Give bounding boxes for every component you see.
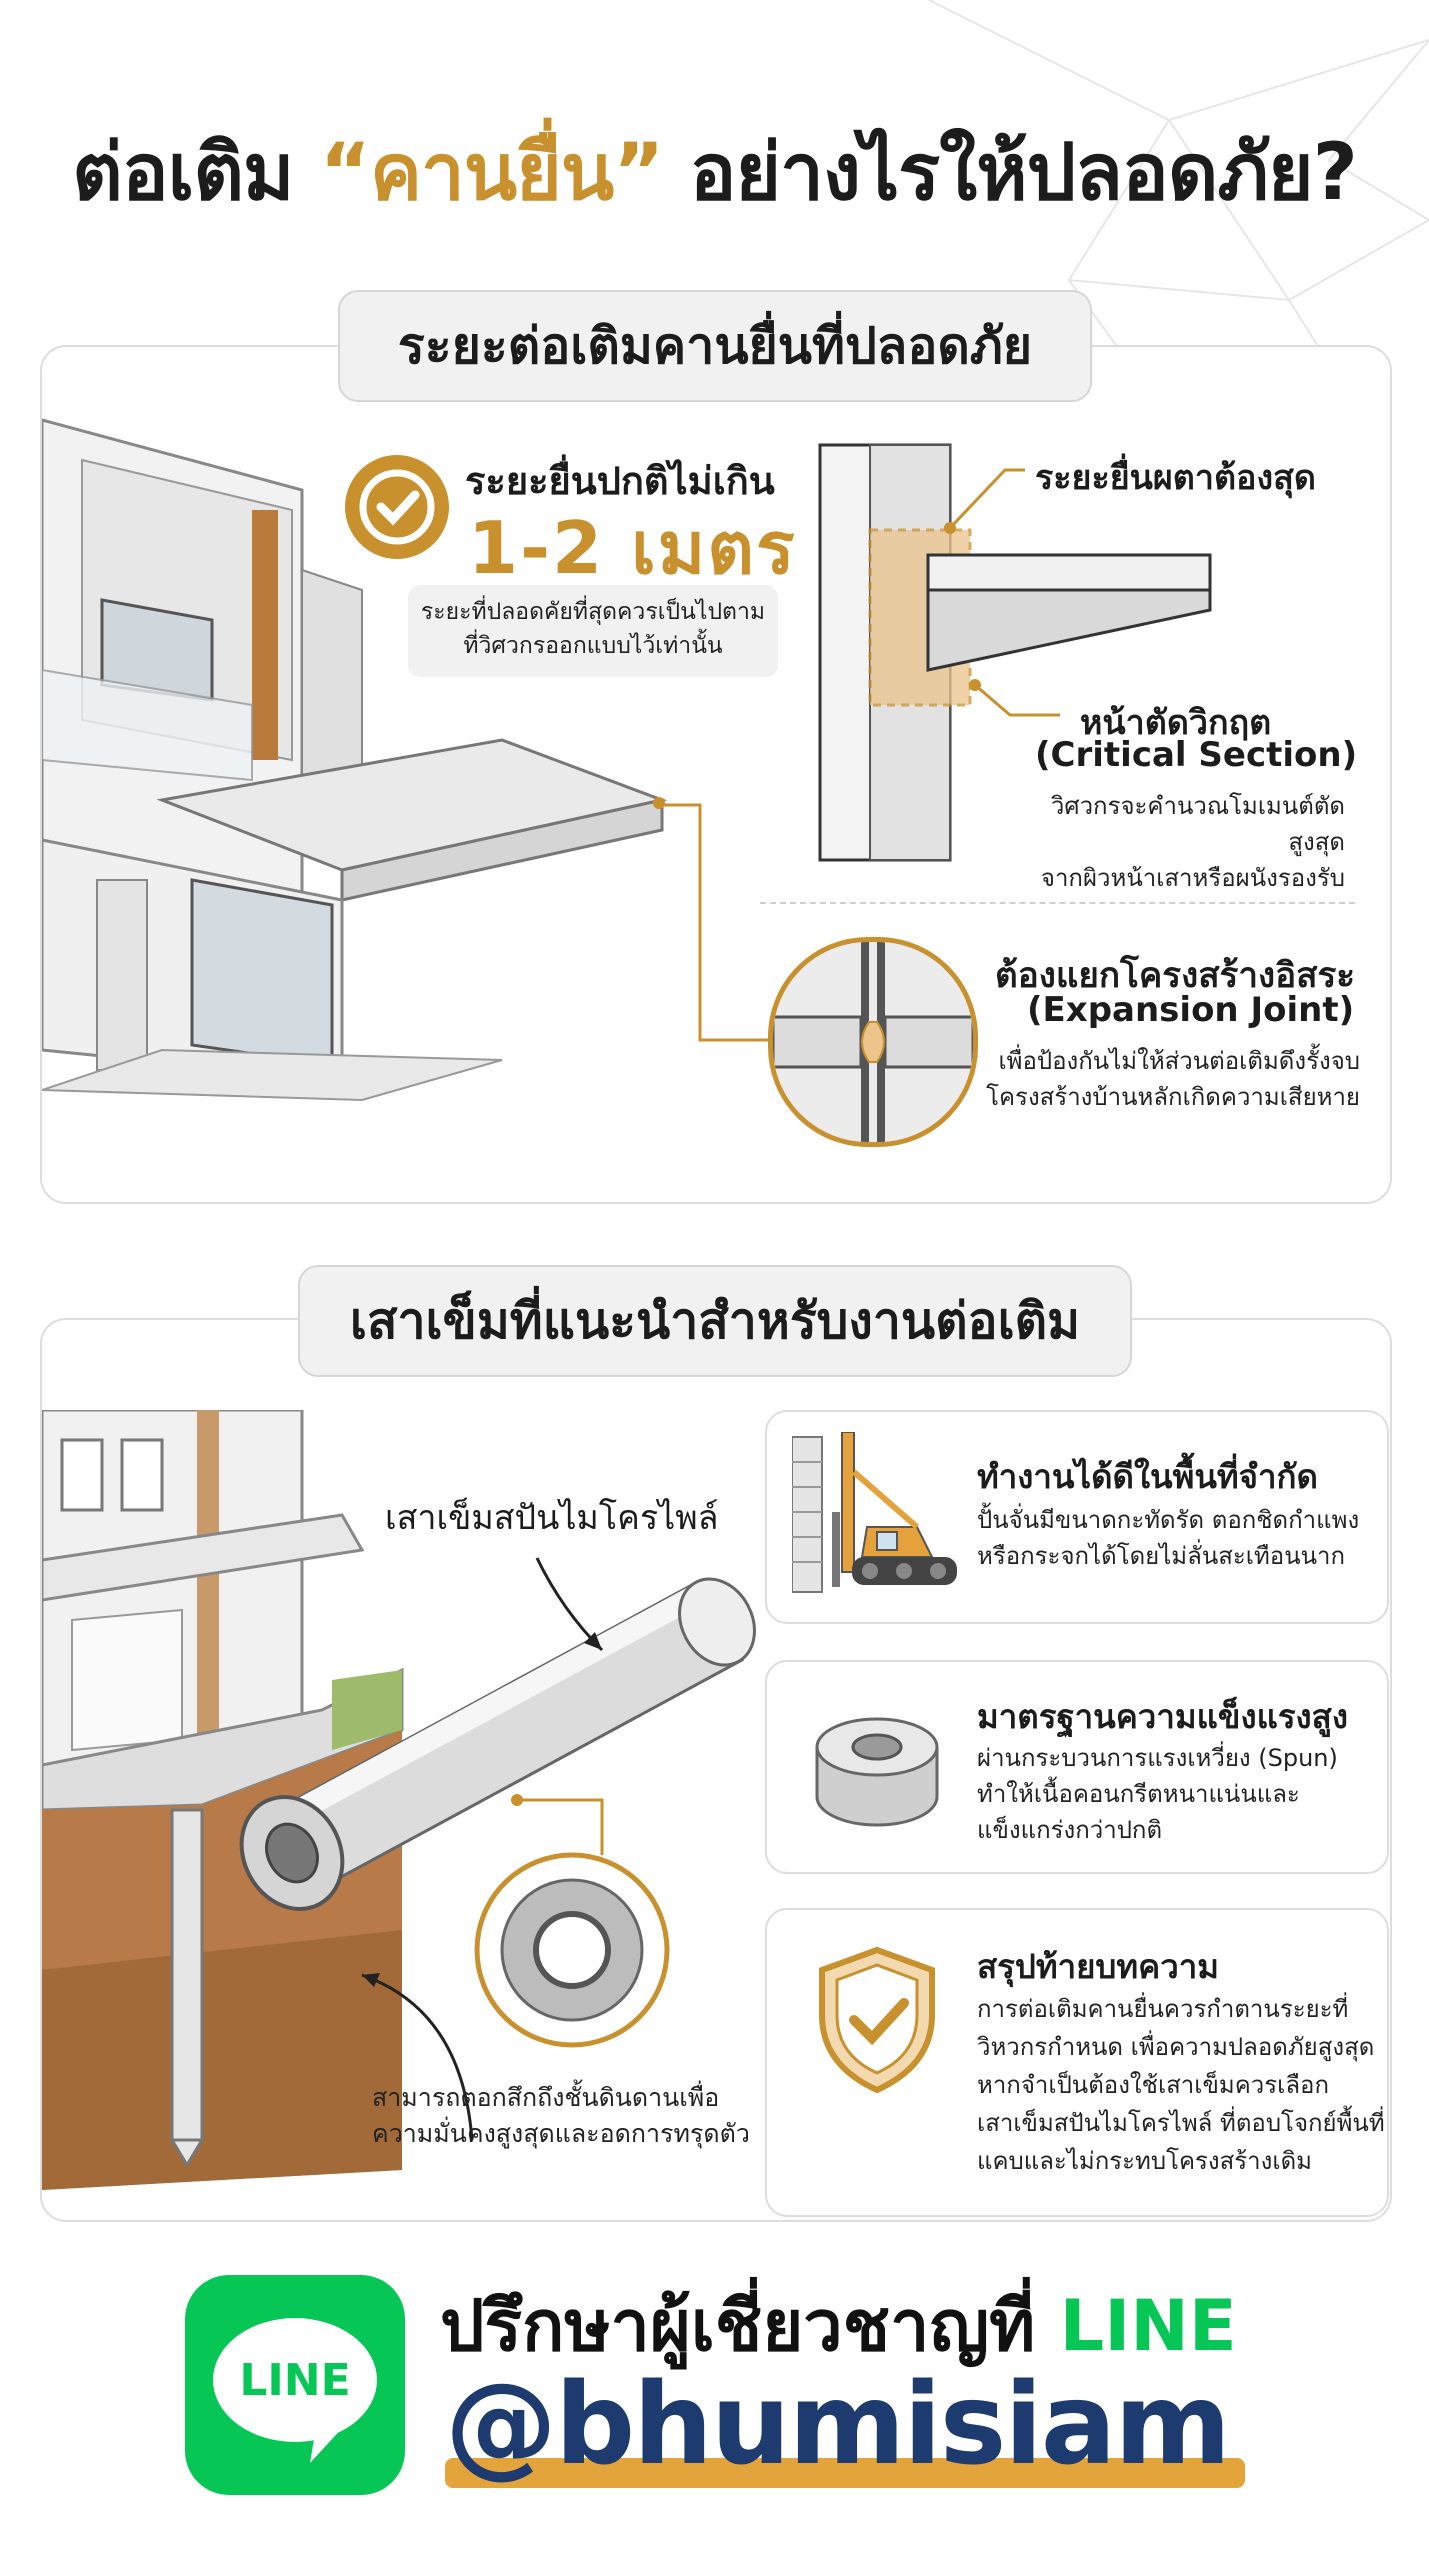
- section2-heading: เสาเข็มที่แนะนำสำหรับงานต่อเติม: [298, 1265, 1132, 1377]
- cta-consult-text: ปรึกษาผู้เชี่ยวชาญที่ LINE: [440, 2270, 1237, 2381]
- card3-line-5: แคบและไม่กระทบโครงสร้างเดิม: [977, 2147, 1312, 2175]
- card-high-strength-title: มาตรฐานความแข็งแรงสูง: [977, 1697, 1348, 1736]
- card-high-strength-desc: ผ่านกระบวนการแรงเหวี่ยง (Spun) ทำให้เนื้…: [977, 1740, 1338, 1848]
- title-highlight: “คานยื่น”: [319, 128, 665, 218]
- card-high-strength: มาตรฐานความแข็งแรงสูง ผ่านกระบวนการแรงเห…: [765, 1660, 1389, 1874]
- pile-note-line-1: สามารถตอกสึกถึงชั้นดินดานเพื่อ: [372, 2083, 720, 2112]
- joint-desc-line-1: เพื่อป้องกันไม่ให้ส่วนต่อเติมดึงรั้งจบ: [998, 1047, 1360, 1075]
- critical-section-diagram: [818, 443, 1212, 862]
- card1-line-1: ปั้นจั่นมีขนาดกะทัดรัด ตอกชิดกำแพง: [977, 1506, 1360, 1534]
- card3-line-4: เสาเข็มสปันไมโครไพล์ ที่ตอบโจกย์พื้นที่: [977, 2109, 1385, 2137]
- joint-desc-line-2: โครงสร้างบ้านหลักเกิดความเสียหาย: [986, 1083, 1360, 1111]
- critical-desc-line-1: วิศวกรจะคำนวณโมเมนต์ตัดสูงสุด: [1050, 792, 1345, 856]
- card-compact-space-title: ทำงานได้ดีในพื้นที่จำกัด: [977, 1457, 1318, 1496]
- pile-driver-machine-icon: [792, 1432, 957, 1593]
- title-part-1: ต่อเติม: [72, 128, 320, 218]
- line-handle-link[interactable]: @bhumisiam: [445, 2360, 1231, 2490]
- spun-micropile-illustration: [42, 1410, 756, 2190]
- section1-divider: [760, 902, 1355, 904]
- max-span-label: ระยะยื่นผตาต้องสุด: [1035, 458, 1316, 498]
- handle-underline: [445, 2458, 1245, 2488]
- normal-span-value: 1-2 เมตร: [468, 506, 797, 590]
- pile-note-line-2: ความมั่นคงสูงสุดและอดการทรุดตัว: [372, 2119, 750, 2148]
- expansion-joint-desc: เพื่อป้องกันไม่ให้ส่วนต่อเติมดึงรั้งจบ โ…: [985, 1043, 1360, 1115]
- critical-section-title-th: หน้าตัดวิกฤต: [1080, 703, 1272, 743]
- shield-check-icon: [819, 1946, 935, 2094]
- leader-line: [660, 803, 775, 1042]
- card2-line-2: ทำให้เนื้อคอนกรีตหนาแน่นและ: [977, 1780, 1300, 1808]
- card2-line-1: ผ่านกระบวนการแรงเหวี่ยง (Spun): [977, 1744, 1338, 1772]
- card3-line-3: หากจำเป็นต้องใช้เสาเข็มควรเลือก: [977, 2071, 1329, 2099]
- check-badge-icon: [345, 455, 449, 559]
- title-part-2: อย่างไรให้ปลอดภัย?: [663, 128, 1358, 218]
- normal-span-note-box: ระยะที่ปลอดคัยที่สุดควรเป็นไปตามที่วิศวก…: [408, 585, 778, 677]
- critical-section-title-en: (Critical Section): [1035, 735, 1358, 775]
- line-logo-icon[interactable]: LINE: [185, 2275, 405, 2495]
- page-title: ต่อเติม “คานยื่น” อย่างไรให้ปลอดภัย?: [0, 110, 1429, 234]
- card-summary: สรุปท้ายบทความ การต่อเติมคานยื่นควรกำตาน…: [765, 1908, 1389, 2217]
- normal-span-note-line-2: ที่วิศวกรออกแบบไว้เท่านั้น: [463, 633, 723, 659]
- cta-line1: ปรึกษาผู้เชี่ยวชาญที่: [440, 2285, 1060, 2367]
- pile-label: เสาเข็มสปันไมโครไพล์: [385, 1498, 719, 1538]
- expansion-joint-detail-icon: [768, 937, 978, 1147]
- card3-line-1: การต่อเติมคานยื่นควรกำตานระยะที่: [977, 1995, 1349, 2023]
- expansion-joint-title-th: ต้องแยกโครงสร้างอิสระ: [995, 956, 1356, 996]
- critical-desc-line-2: จากผิวหน้าเสาหรือผนังรองรับ: [1040, 864, 1345, 892]
- card3-line-2: วิหวกรกำหนด เพื่อความปลอดภัยสูงสุด: [977, 2033, 1375, 2061]
- critical-section-desc: วิศวกรจะคำนวณโมเมนต์ตัดสูงสุด จากผิวหน้า…: [1005, 788, 1345, 896]
- pile-note: สามารถตอกสึกถึงชั้นดินดานเพื่อ ความมั่นค…: [372, 2080, 750, 2152]
- section1-heading: ระยะต่อเติมคานยื่นที่ปลอดภัย: [338, 290, 1092, 402]
- card-compact-space-desc: ปั้นจั่นมีขนาดกะทัดรัด ตอกชิดกำแพง หรือก…: [977, 1502, 1359, 1574]
- normal-span-note-line-1: ระยะที่ปลอดคัยที่สุดควรเป็นไปตาม: [420, 599, 766, 625]
- cta-line1-highlight: LINE: [1059, 2285, 1237, 2367]
- line-logo-text: LINE: [239, 2355, 351, 2406]
- house-illustration: [42, 418, 668, 1102]
- card-summary-desc: การต่อเติมคานยื่นควรกำตานระยะที่ วิหวกรก…: [977, 1990, 1385, 2180]
- card-compact-space: ทำงานได้ดีในพื้นที่จำกัด ปั้นจั่นมีขนาดก…: [765, 1410, 1389, 1624]
- expansion-joint-title-en: (Expansion Joint): [1027, 990, 1355, 1030]
- card-summary-title: สรุปท้ายบทความ: [977, 1947, 1220, 1986]
- card2-line-3: แข็งแกร่งกว่าปกติ: [977, 1816, 1163, 1844]
- normal-span-label: ระยะยื่นปกติไม่เกิน: [465, 459, 775, 503]
- concrete-ring-icon: [815, 1717, 939, 1827]
- card1-line-2: หรือกระจกได้โดยไม่ลั่นสะเทือนนาก: [977, 1542, 1346, 1570]
